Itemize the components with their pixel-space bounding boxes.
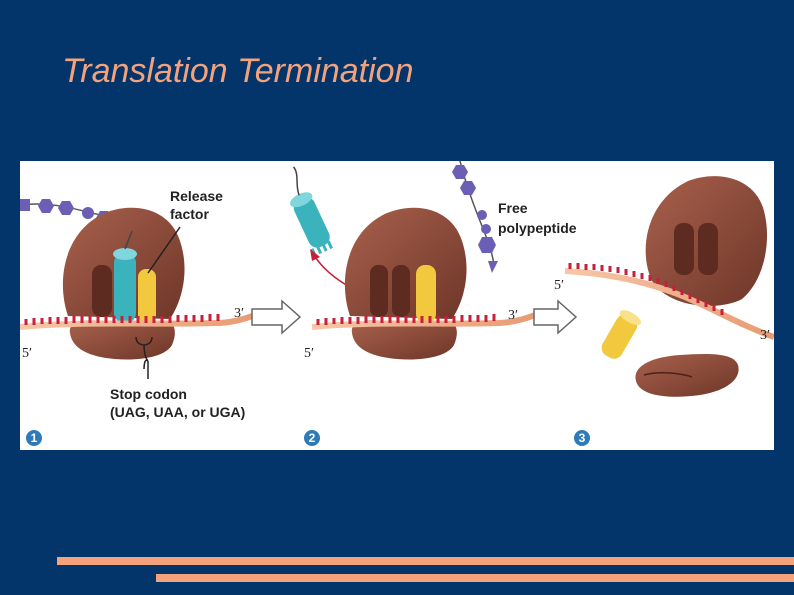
panel-1: Release factor 3′ 5′ Stop codon (UAG, UA… <box>20 188 257 446</box>
release-factor-label: Release <box>170 188 223 204</box>
accent-bar-top <box>57 557 794 565</box>
free-polypeptide-label: Free <box>498 200 528 216</box>
five-prime-label-2: 5′ <box>304 346 314 361</box>
panel-2: Free polypeptide 3′ 5′ 2 <box>290 161 577 446</box>
stop-codon-label: Stop codon <box>110 386 187 402</box>
mrna-strand-icon-2 <box>311 312 537 330</box>
translation-termination-figure: Release factor 3′ 5′ Stop codon (UAG, UA… <box>20 161 774 450</box>
small-ribosomal-subunit-2 <box>351 320 457 360</box>
three-prime-label-1: 3′ <box>234 306 244 321</box>
release-factor-icon <box>113 230 137 323</box>
mrna-strand-icon-3 <box>564 263 774 340</box>
step-arrow-2-icon <box>533 299 578 335</box>
release-factor-label-2: factor <box>170 206 209 222</box>
free-polypeptide-icon <box>452 161 498 273</box>
five-prime-label-3: 5′ <box>554 278 564 293</box>
five-prime-label-1: 5′ <box>22 346 32 361</box>
free-polypeptide-label-2: polypeptide <box>498 220 577 236</box>
step-3-badge <box>574 430 590 446</box>
step-2-badge <box>304 430 320 446</box>
trna-icon <box>138 269 156 323</box>
step-arrow-1-icon <box>251 299 302 335</box>
step-2-number: 2 <box>309 431 316 445</box>
trna-icon-2 <box>416 265 436 323</box>
small-ribosomal-subunit <box>69 320 175 360</box>
three-prime-label-2: 3′ <box>508 308 518 323</box>
three-prime-label-3: 3′ <box>760 328 770 343</box>
panel-3: 5′ 3′ 3 <box>554 176 774 446</box>
mrna-strand-icon <box>20 312 257 330</box>
step-1-number: 1 <box>31 431 38 445</box>
step-1-badge <box>26 430 42 446</box>
slide-title: Translation Termination <box>62 52 414 90</box>
stop-codon-bracket <box>135 336 153 370</box>
released-trna-icon <box>601 310 642 359</box>
released-factor-icon <box>290 166 333 257</box>
step-3-number: 3 <box>579 431 586 445</box>
accent-bar-bottom <box>156 574 794 582</box>
stop-codon-options-label: (UAG, UAA, or UGA) <box>110 404 245 420</box>
